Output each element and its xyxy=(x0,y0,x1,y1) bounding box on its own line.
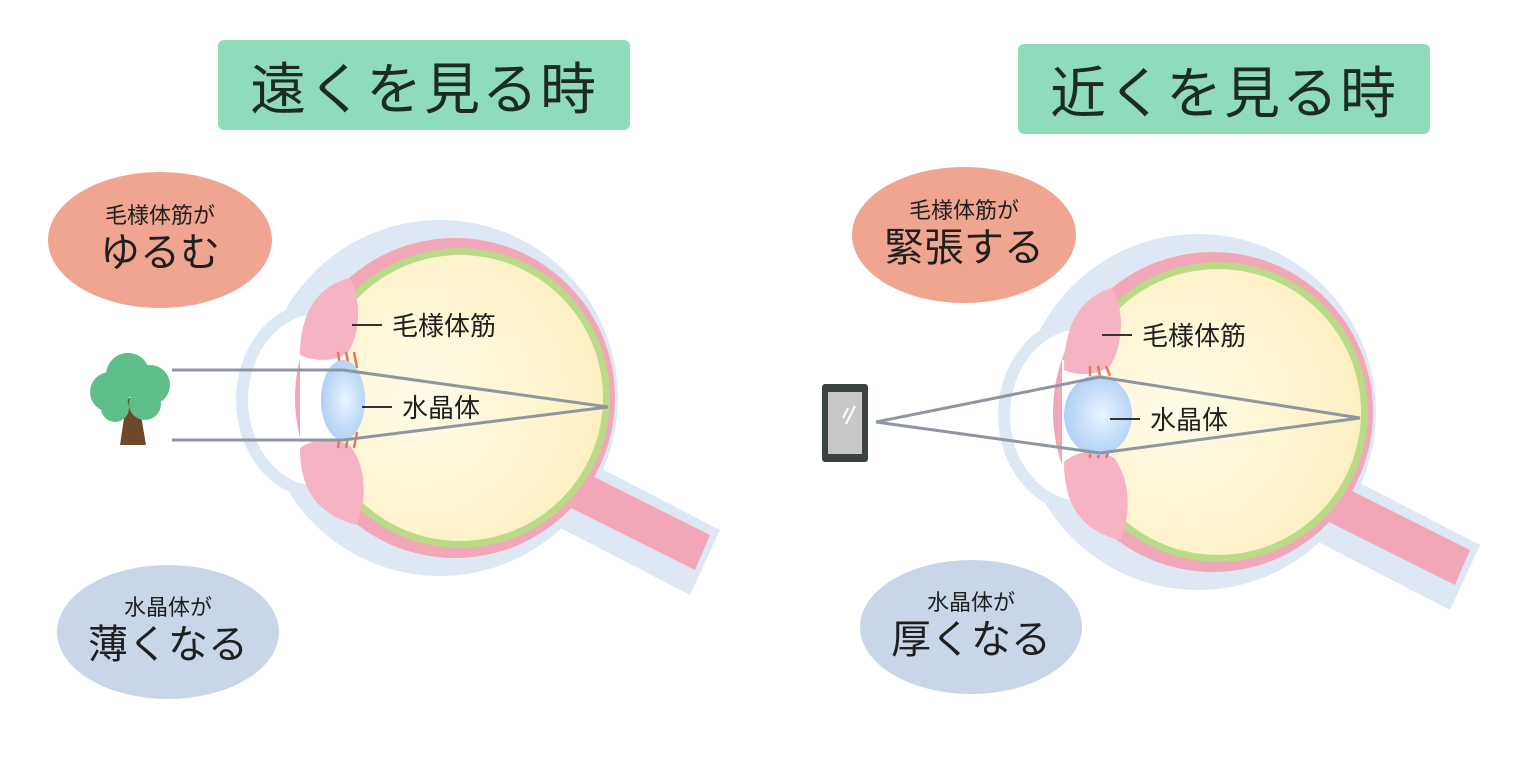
far-title: 遠くを見る時 xyxy=(218,40,630,130)
near-lens xyxy=(1064,375,1132,455)
near-vitreous xyxy=(1075,269,1361,555)
near-label-lens-text: 水晶体 xyxy=(1150,406,1229,436)
far-label-muscle: 毛様体筋 xyxy=(352,306,496,343)
far-muscle-bubble: 毛様体筋が ゆるむ xyxy=(48,172,272,308)
near-light-rays xyxy=(875,375,1361,455)
near-lens-bubble-big: 厚くなる xyxy=(891,616,1051,663)
near-muscle-bubble: 毛様体筋が 緊張する xyxy=(852,167,1076,303)
far-light-rays xyxy=(172,368,609,442)
far-lens-bubble-big: 薄くなる xyxy=(88,621,248,668)
far-lens-bubble-small: 水晶体が xyxy=(123,596,212,622)
near-label-muscle-leader xyxy=(1102,333,1132,336)
far-lens-bubble: 水晶体が 薄くなる xyxy=(57,565,279,699)
near-muscle-bubble-small: 毛様体筋が xyxy=(908,199,1019,225)
far-eye xyxy=(172,220,720,595)
near-label-lens-leader xyxy=(1110,417,1140,420)
far-label-lens-leader xyxy=(362,405,392,408)
near-lens-bubble: 水晶体が 厚くなる xyxy=(860,560,1082,694)
far-ciliary-body-bottom xyxy=(300,439,364,525)
near-ciliary-body-bottom xyxy=(1064,451,1128,540)
far-ciliary-body-top xyxy=(300,278,359,360)
near-ciliary-body-top xyxy=(1064,288,1121,375)
far-label-lens: 水晶体 xyxy=(362,388,480,425)
near-label-muscle-text: 毛様体筋 xyxy=(1142,322,1247,352)
near-eye xyxy=(875,234,1480,610)
far-optic-nerve xyxy=(565,470,710,570)
smartphone-icon xyxy=(822,384,868,462)
near-optic-nerve xyxy=(1325,485,1470,585)
near-lens-bubble-small: 水晶体が xyxy=(926,591,1015,617)
far-label-muscle-leader xyxy=(352,323,382,326)
far-muscle-bubble-big: ゆるむ xyxy=(100,229,220,276)
far-label-lens-text: 水晶体 xyxy=(402,394,481,424)
near-label-muscle: 毛様体筋 xyxy=(1102,316,1246,353)
near-muscle-bubble-big: 緊張する xyxy=(884,224,1044,271)
near-title: 近くを見る時 xyxy=(1018,44,1430,134)
far-vitreous xyxy=(317,255,603,541)
near-label-lens: 水晶体 xyxy=(1110,400,1228,437)
far-label-muscle-text: 毛様体筋 xyxy=(392,312,497,342)
tree-icon xyxy=(90,353,170,445)
far-muscle-bubble-small: 毛様体筋が xyxy=(104,204,215,230)
far-lens xyxy=(321,360,365,440)
